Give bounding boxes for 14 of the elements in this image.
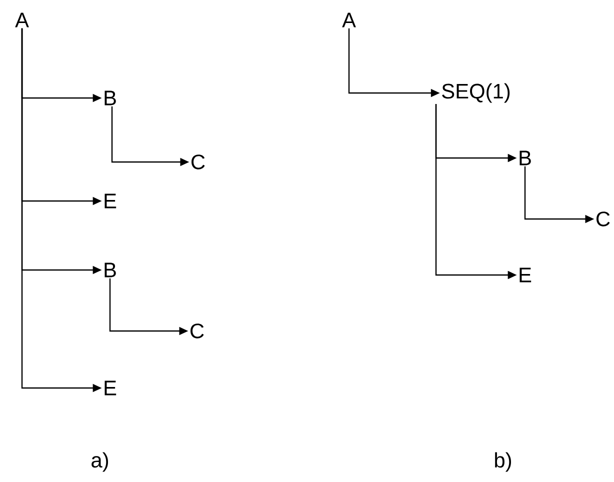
node-label: E — [104, 380, 116, 396]
panel-label: a) — [92, 452, 108, 472]
node-label: C — [596, 212, 610, 226]
node-label: A — [15, 12, 29, 28]
node-label: A — [342, 12, 356, 28]
panel-label: b) — [495, 452, 511, 472]
node-label: SEQ(1) — [442, 83, 510, 103]
node-label: E — [520, 268, 532, 282]
node-label: C — [190, 324, 204, 338]
node-label: B — [520, 150, 531, 166]
node-label: E — [104, 194, 116, 208]
node-label: B — [104, 262, 116, 278]
node-label: C — [192, 154, 205, 170]
node-label: B — [104, 90, 116, 106]
